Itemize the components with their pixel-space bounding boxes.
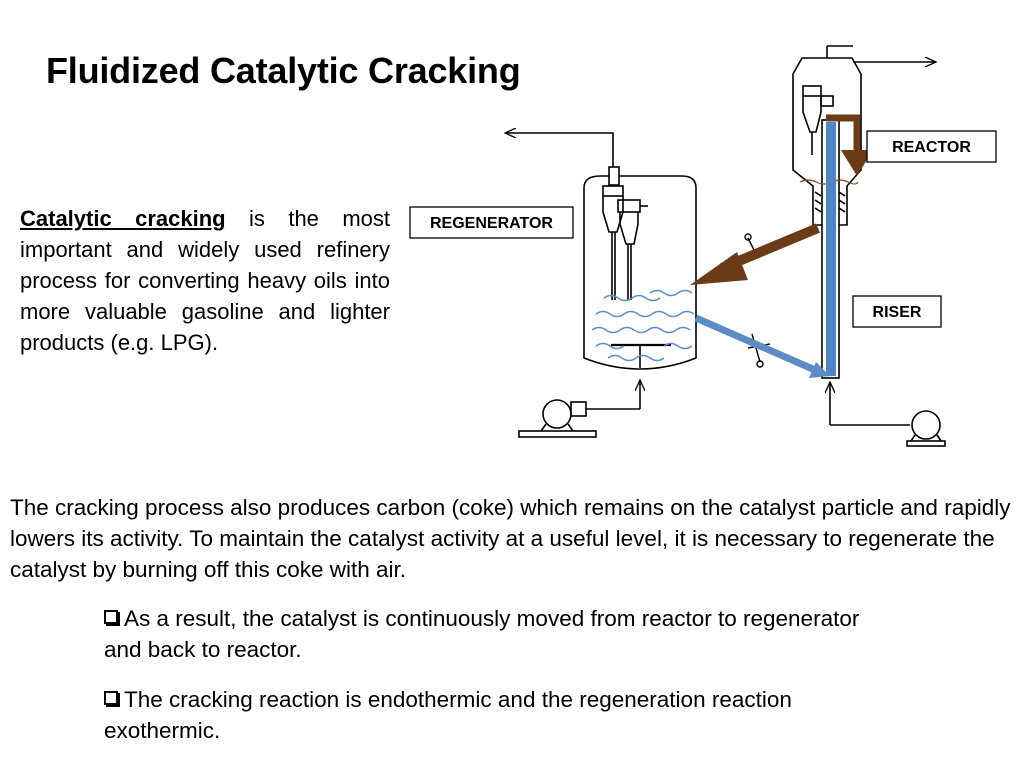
bullet-item-2: The cracking reaction is endothermic and… [104,684,864,746]
fcc-diagram: REGENERATOR REACTOR RISER [409,45,997,447]
intro-text: is the most important and widely used re… [20,206,391,355]
bullet-text: The cracking reaction is endothermic and… [104,687,792,743]
svg-text:REACTOR: REACTOR [892,139,971,156]
intro-paragraph: Catalytic cracking is the most important… [20,203,390,358]
riser-flow [826,122,836,376]
bullet-item-1: As a result, the catalyst is continuousl… [104,603,864,665]
label-regenerator: REGENERATOR [409,206,574,239]
regenerator-vessel [505,133,697,410]
svg-text:REGENERATOR: REGENERATOR [430,215,553,232]
svg-text:RISER: RISER [873,304,922,321]
air-blower-left [518,399,597,438]
intro-term: Catalytic cracking [20,206,226,231]
coke-paragraph: The cracking process also produces carbo… [10,495,1011,582]
label-riser: RISER [852,295,942,328]
bullet-text: As a result, the catalyst is continuousl… [104,606,860,662]
slide-title: Fluidized Catalytic Cracking [46,50,521,91]
regenerated-catalyst-arrow [694,314,830,378]
feed-pump-right [906,410,946,447]
regenerator-bed-waves [591,289,695,362]
disengager-arrow [826,114,873,176]
label-reactor: REACTOR [866,130,997,163]
checkbox-bullet-icon [104,691,118,705]
checkbox-bullet-icon [104,610,118,624]
spent-catalyst-arrow [690,223,820,285]
